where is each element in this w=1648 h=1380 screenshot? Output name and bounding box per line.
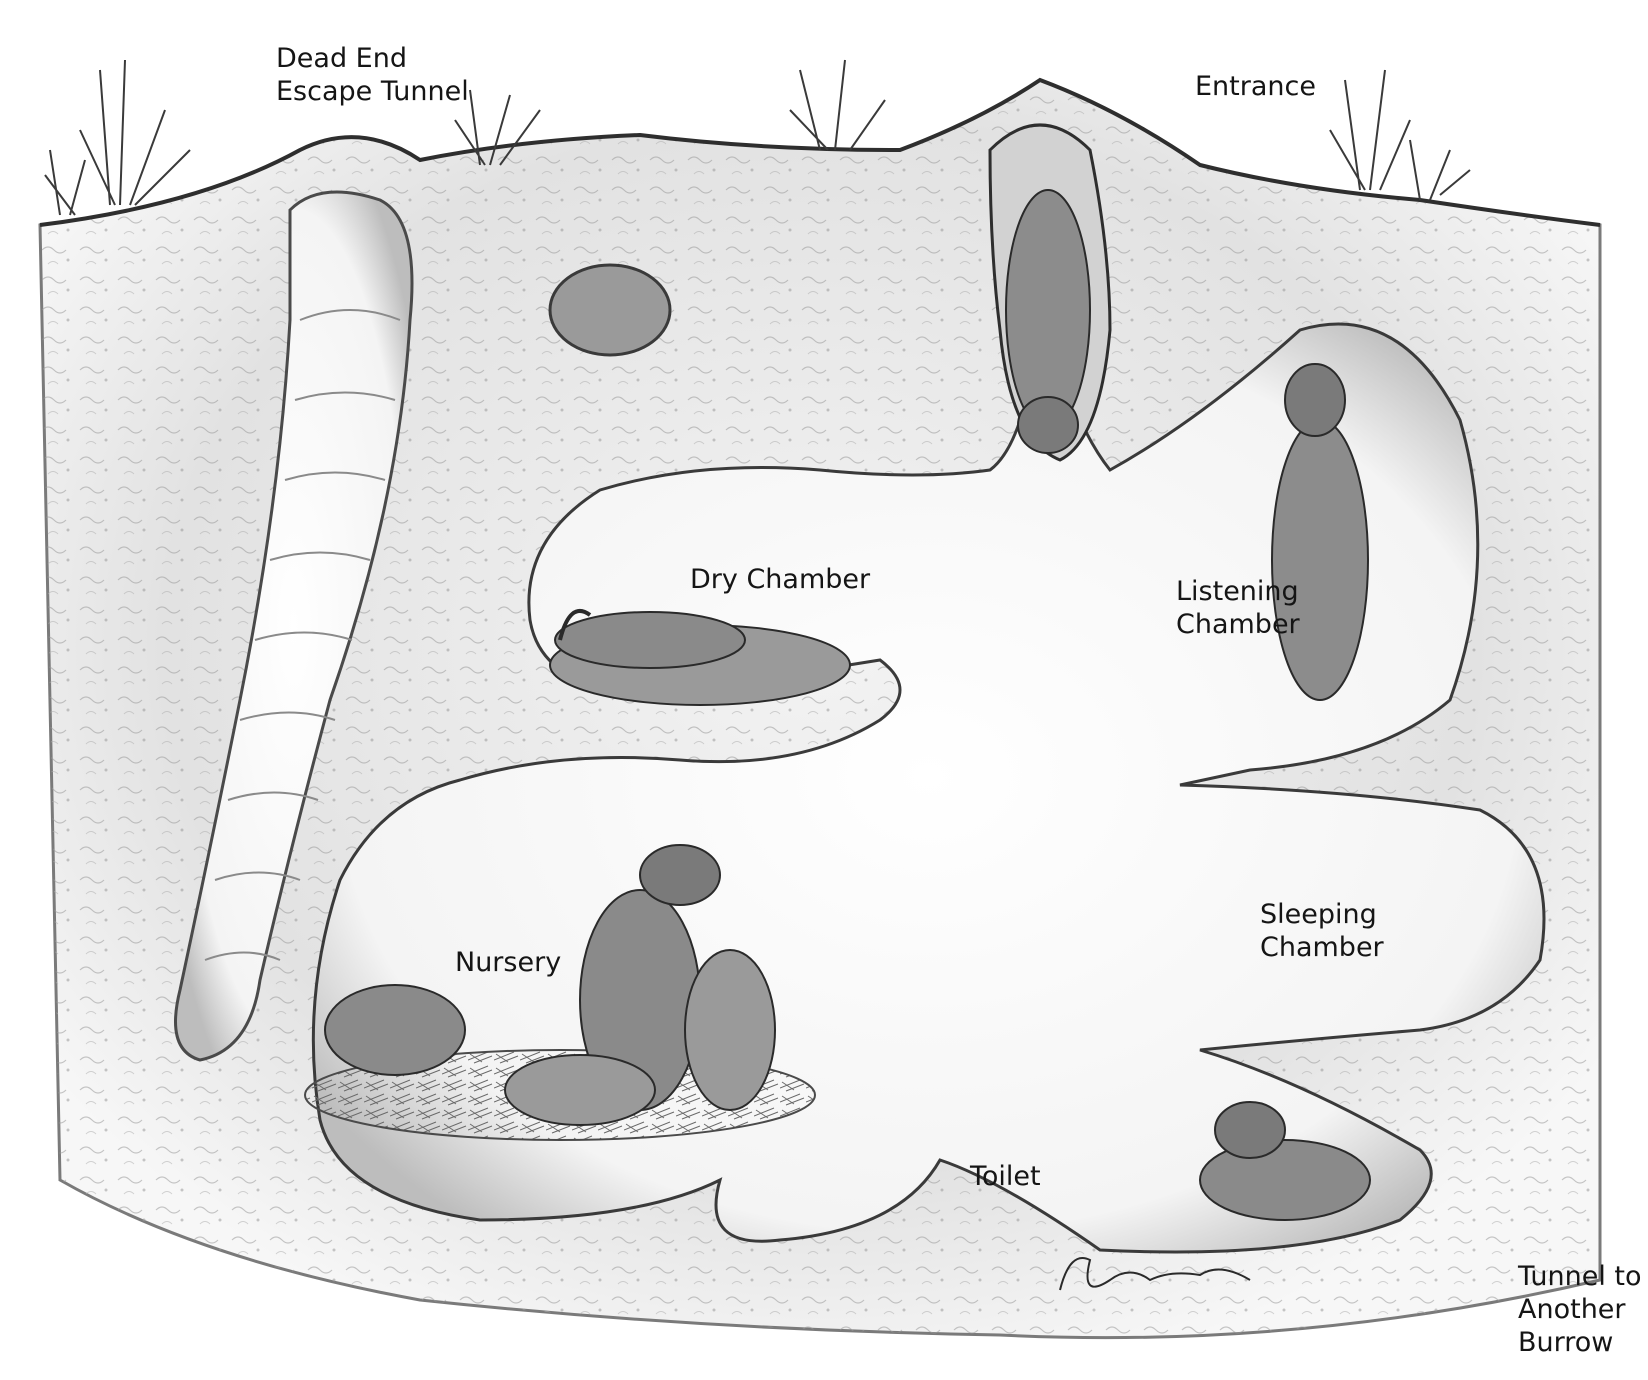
label-toilet: Toilet [970,1160,1041,1193]
label-line: Toilet [970,1160,1041,1193]
label-nursery: Nursery [455,946,561,979]
label-line: Listening [1176,575,1300,608]
label-line: Nursery [455,946,561,979]
label-listening-chamber: Listening Chamber [1176,575,1300,641]
label-line: Another [1518,1293,1642,1326]
side-hollow [550,265,670,355]
label-line: Tunnel to [1518,1260,1642,1293]
label-dead-end-escape-tunnel: Dead End Escape Tunnel [276,42,469,108]
label-line: Chamber [1260,931,1384,964]
label-line: Entrance [1195,70,1316,103]
label-line: Escape Tunnel [276,75,469,108]
label-line: Dead End [276,42,469,75]
label-sleeping-chamber: Sleeping Chamber [1260,898,1384,964]
label-line: Chamber [1176,608,1300,641]
label-line: Burrow [1518,1326,1642,1359]
label-line: Dry Chamber [690,563,870,596]
label-line: Sleeping [1260,898,1384,931]
label-tunnel-to-another-burrow: Tunnel to Another Burrow [1518,1260,1642,1359]
label-entrance: Entrance [1195,70,1316,103]
label-dry-chamber: Dry Chamber [690,563,870,596]
